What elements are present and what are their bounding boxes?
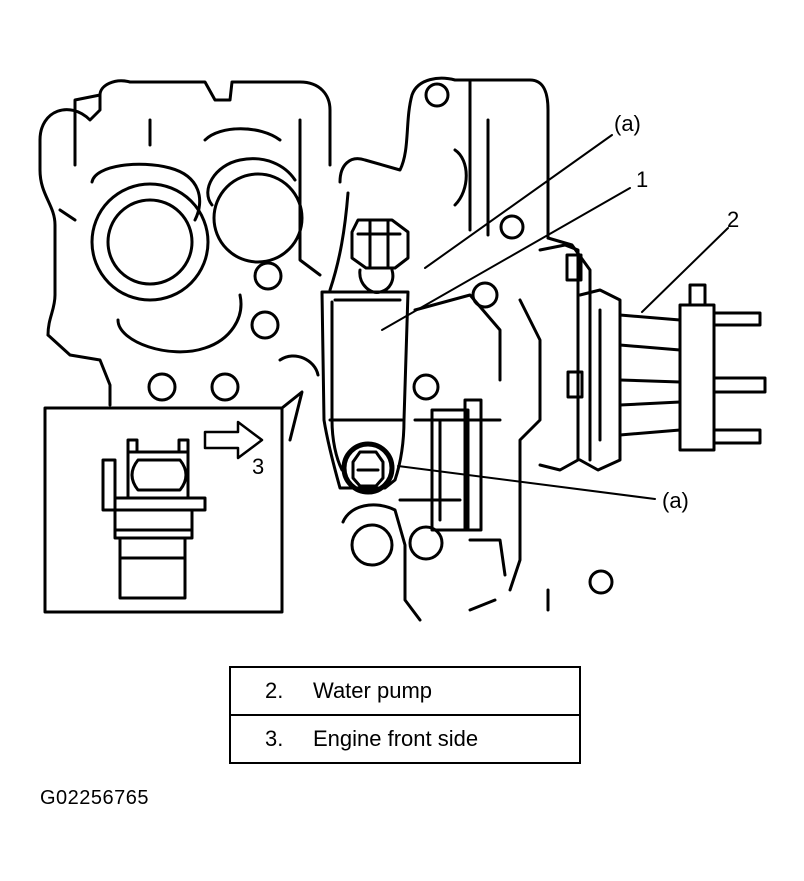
legend-row: 3. Engine front side (230, 714, 580, 763)
idler-plate (430, 398, 483, 532)
engine-block-casting (38, 79, 332, 407)
leader-a-top (424, 134, 613, 269)
legend-cell: 2. Water pump (230, 667, 580, 715)
front-casting (328, 76, 614, 622)
bottom-bolt (341, 441, 395, 495)
legend-number: 2. (265, 678, 284, 703)
callout-a-bottom: (a) (662, 488, 689, 513)
top-bolt (350, 218, 410, 295)
figure-id: G02256765 (40, 787, 150, 809)
callout-1: 1 (636, 167, 649, 192)
leader-lines (381, 134, 729, 500)
leader-2 (641, 227, 729, 313)
legend-table: 2. Water pump 3. Engine front side (229, 666, 581, 764)
callout-a-top: (a) (614, 111, 641, 136)
legend-row: 2. Water pump (230, 667, 580, 715)
leader-a-bottom (397, 465, 656, 500)
water-pump (538, 243, 767, 472)
legend-text: Engine front side (313, 726, 479, 751)
leader-1 (381, 187, 631, 331)
legend-number: 3. (265, 726, 284, 751)
callout-3: 3 (252, 454, 265, 479)
legend-text: Water pump (313, 678, 433, 703)
inset-detail (43, 390, 304, 614)
legend-cell: 3. Engine front side (230, 714, 580, 763)
direction-arrow (203, 420, 264, 460)
callout-2: 2 (727, 207, 740, 232)
